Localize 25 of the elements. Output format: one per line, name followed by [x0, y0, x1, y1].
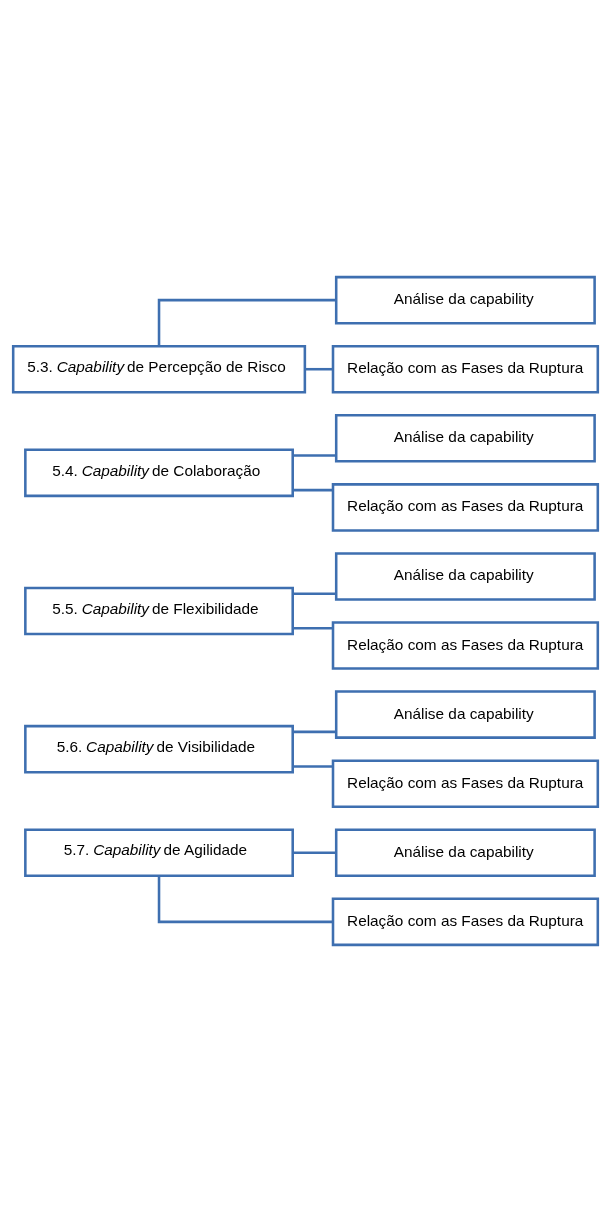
node-box: 5.5. Capability de Flexibilidade — [24, 586, 294, 636]
node-box: Análise da capability — [334, 275, 596, 325]
node-box: Relação com as Fases da Ruptura — [331, 897, 600, 947]
node-box: Análise da capability — [334, 414, 596, 463]
connector — [292, 730, 337, 734]
node-box: Relação com as Fases da Ruptura — [331, 621, 600, 670]
connector — [292, 454, 337, 457]
connector — [292, 627, 333, 630]
connector — [292, 592, 337, 595]
connector — [292, 851, 337, 855]
node-box: Relação com as Fases da Ruptura — [331, 483, 600, 532]
node-box: 5.6. Capability de Visibilidade — [24, 724, 294, 774]
connector — [305, 367, 333, 371]
connector — [292, 488, 333, 492]
node-box: Relação com as Fases da Ruptura — [331, 344, 600, 394]
node-box: Análise da capability — [334, 552, 596, 601]
node-box: Análise da capability — [334, 828, 596, 878]
node-box: Análise da capability — [334, 690, 596, 739]
connector — [292, 765, 333, 768]
connector — [157, 298, 336, 346]
node-box: 5.4. Capability de Colaboração — [24, 448, 294, 498]
node-box: 5.3. Capability de Percepção de Risco — [11, 344, 307, 394]
connector — [157, 876, 333, 924]
node-box: Relação com as Fases da Ruptura — [331, 759, 600, 808]
node-box: 5.7. Capability de Agilidade — [24, 828, 294, 878]
